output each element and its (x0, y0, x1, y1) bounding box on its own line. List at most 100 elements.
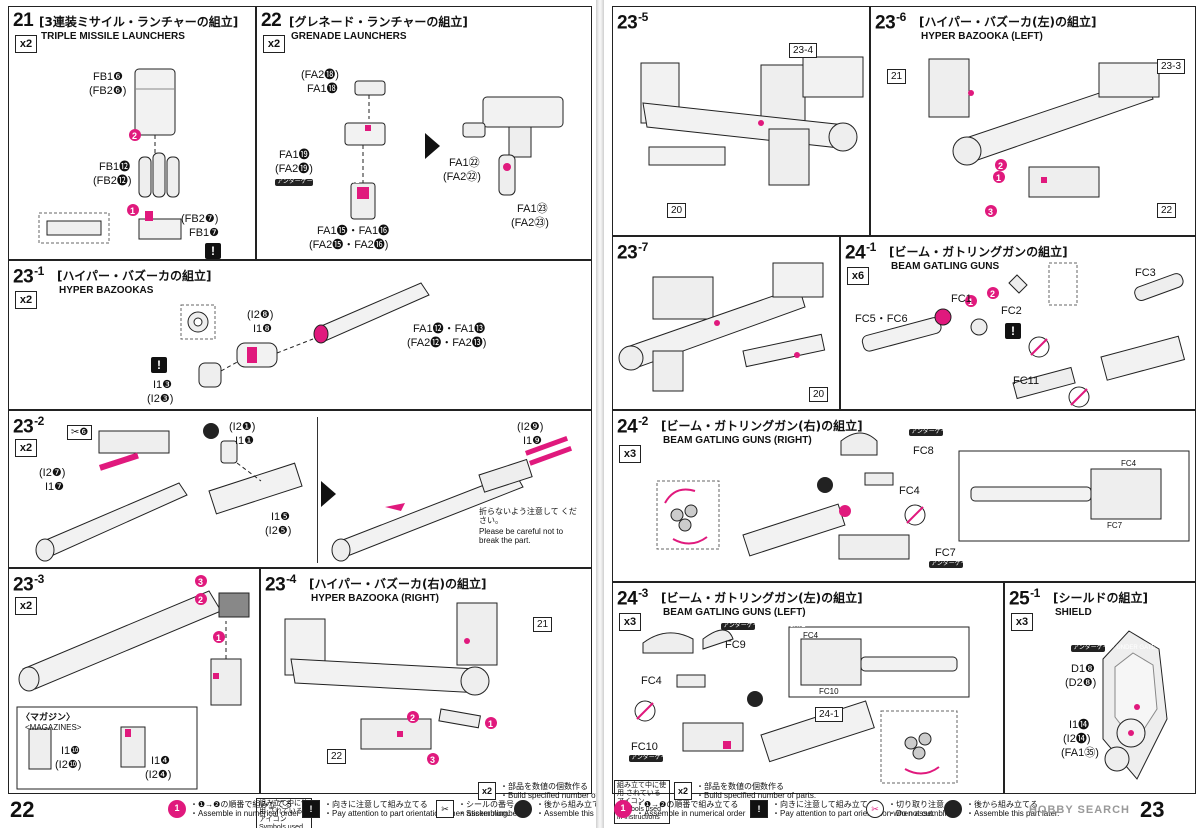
part-label: (I2❶) (229, 421, 256, 433)
step-title-en: BEAM GATLING GUNS (RIGHT) (663, 435, 812, 446)
reference-step-box: 24-1 (815, 707, 844, 722)
quantity-badge: x2 (15, 439, 37, 457)
step-title-jp: [ハイパー・バズーカの組立] (57, 269, 212, 283)
do-not-cut-icon: ✂ (866, 800, 884, 818)
page-number: 22 (10, 797, 35, 822)
bazooka-left-diagram: 1 2 3 (928, 58, 1160, 217)
part-label: FC9 (725, 639, 746, 651)
quantity-badge: x6 (847, 267, 869, 285)
under-gate-badge: アンダーゲート UNDER GATE (721, 623, 806, 630)
reference-step-box: 21 (887, 69, 907, 84)
reference-step-box: 22 (327, 749, 347, 764)
legend-later: ・後から組み立てる・Assemble this part later. (536, 800, 630, 818)
part-label: (I2❺) (265, 525, 292, 537)
shield-diagram (1102, 630, 1168, 780)
part-label: I1❼ (45, 481, 65, 493)
svg-text:2: 2 (998, 161, 1003, 171)
part-label: FB1❼ (189, 227, 220, 239)
legend-later: ・後から組み立てる・Assemble this part later. (966, 800, 1060, 818)
svg-text:1: 1 (488, 719, 493, 729)
part-label: FC7 (1107, 521, 1123, 530)
step-number: 24-3 (617, 586, 648, 610)
sticker-icon: ✂ (436, 800, 454, 818)
quantity-icon: x2 (478, 782, 496, 800)
page-number: 23 (1140, 797, 1165, 822)
part-label: D1❽ (1071, 663, 1095, 675)
next-step-arrow (321, 481, 336, 507)
under-gate-badge: アンダーゲート UNDER GATE (1071, 645, 1155, 652)
part-label: (FA2㉒) (443, 171, 481, 183)
part-label: (I2❹) (145, 769, 172, 781)
reference-step-box: 23-3 (1157, 59, 1186, 74)
legend-cut: ・切り取り注意・Do not cut. (888, 800, 944, 818)
part-label: FC2 (1001, 305, 1022, 317)
panel-step-23-1: 23-1 [ハイパー・バズーカの組立] HYPER BAZOOKAS x2 (I… (8, 260, 592, 410)
panel-step-23-7: 23-7 20 (612, 236, 840, 410)
step-title-en: HYPER BAZOOKAS (59, 285, 154, 296)
reference-step-box: 20 (667, 203, 687, 218)
svg-text:3: 3 (198, 577, 203, 587)
svg-text:3: 3 (430, 755, 435, 765)
part-label: (I2⓮) (1063, 733, 1091, 745)
svg-text:1: 1 (216, 633, 221, 643)
legend-caution: ・向きに注意して組み立てる・Pay attention to part orie… (772, 800, 958, 818)
panel-step-24-2: 24-2 [ビーム・ガトリングガン(右)の組立] BEAM GATLING GU… (612, 410, 1196, 582)
legend-quantity: ・部品を数値の個数作る・Build specified number of pa… (500, 782, 621, 800)
panel-step-23-3: 23-3 x2 3 2 1 〈マガジン〉 <MAGAZINES> I1❿ (I2… (8, 568, 260, 794)
part-label: FA1⓯・FA1⓰ (317, 225, 390, 237)
part-label: FC8 (913, 445, 934, 457)
magazine-label-en: <MAGAZINES> (25, 723, 82, 732)
step-number: 23-1 (13, 264, 44, 288)
part-label: (FA2⓲) (301, 69, 339, 81)
panel-divider (317, 417, 318, 563)
part-label: FB1❻ (93, 71, 124, 83)
order-icon: 1 (614, 800, 632, 818)
legend-caution: ・向きに注意して組み立てる・Pay attention to part orie… (324, 800, 510, 818)
part-label: (FA2㉓) (511, 217, 549, 229)
step-title-jp: [シールドの組立] (1053, 591, 1148, 605)
part-label: (I2❿) (55, 759, 82, 771)
part-label: FB1⓬ (99, 161, 131, 173)
panel-step-23-2: 23-2 x2 ✂❻ (I2❶) I1❶ (I2❼) I1❼ I1❺ (I2❺)… (8, 410, 592, 568)
magazine-label-jp: 〈マガジン〉 (21, 712, 76, 722)
part-label: (I2❽) (247, 309, 274, 321)
part-label: FC4 (899, 485, 920, 497)
quantity-badge: x3 (1011, 613, 1033, 631)
quantity-badge: x2 (15, 291, 37, 309)
quantity-badge: x2 (15, 597, 37, 615)
panel-step-21: 21 [3連装ミサイル・ランチャーの組立] TRIPLE MISSILE LAU… (8, 6, 256, 260)
part-label: FC4 (803, 631, 819, 640)
step-number: 23-5 (617, 10, 648, 34)
part-label: (FB2⓬) (93, 175, 132, 187)
caution-icon: ! (750, 800, 768, 818)
svg-text:2: 2 (410, 713, 415, 723)
reference-step-box: 23-4 (789, 43, 818, 58)
legend-order: ・❶→❷の順番で組み立てる・Assemble in numerical orde… (636, 800, 746, 818)
svg-text:1: 1 (968, 297, 973, 307)
step-title-en: TRIPLE MISSILE LAUNCHERS (41, 31, 185, 42)
legend-quantity: ・部品を数値の個数作る・Build specified number of pa… (696, 782, 817, 800)
step-number: 24-2 (617, 414, 648, 438)
caution-icon: ! (151, 357, 167, 373)
step-number: 22 (261, 10, 282, 31)
order-icon: 1 (168, 800, 186, 818)
step-title-jp: [3連装ミサイル・ランチャーの組立] (39, 15, 239, 29)
step-title-en: HYPER BAZOOKA (RIGHT) (311, 593, 439, 604)
reference-step-box: 20 (809, 387, 829, 402)
part-label: FA1㉓ (517, 203, 548, 215)
panel-step-23-5: 23-5 23-4 20 (612, 6, 870, 236)
step-title-jp: [ハイパー・バズーカ(左)の組立] (919, 15, 1097, 29)
step-number: 23-2 (13, 414, 44, 438)
part-label: (FB2❼) (181, 213, 219, 225)
part-label: (FA2⓬・FA2⓭) (407, 337, 487, 349)
later-icon (514, 800, 532, 818)
part-label: FA1⓬・FA1⓭ (413, 323, 486, 335)
legend-order: ・❶→❷の順番で組み立てる・Assemble in numerical orde… (190, 800, 300, 818)
part-label: FC1 (951, 293, 972, 305)
svg-text:2: 2 (132, 131, 137, 141)
under-gate-badge: アンダーゲート UNDER GATE (629, 755, 714, 762)
legend-heading: 組み立て中に使用 されているアイコン Symbols used in instr… (614, 780, 670, 824)
caution-icon: ! (302, 800, 320, 818)
part-label: FC10 (819, 687, 839, 696)
part-label: (I2❸) (147, 393, 174, 405)
